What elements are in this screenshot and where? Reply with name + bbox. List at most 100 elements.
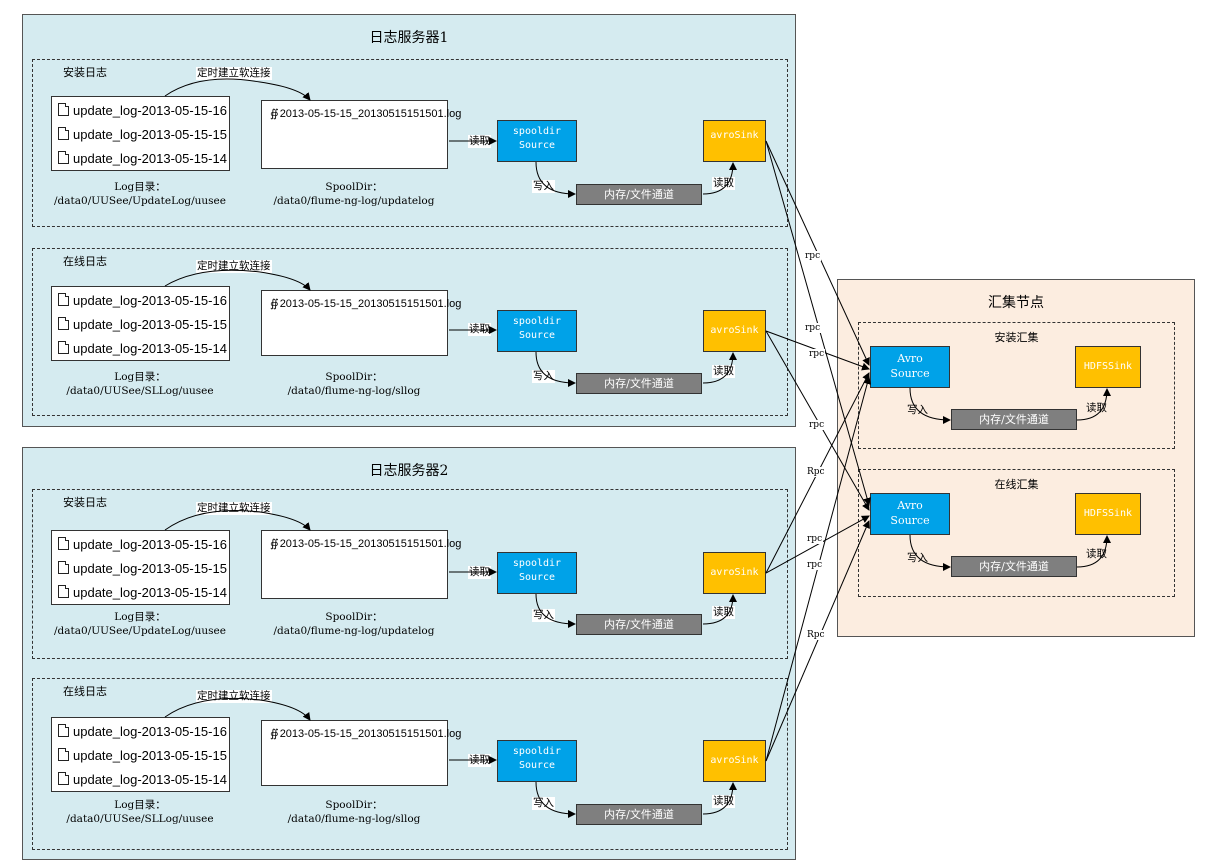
write-label: 写入 (532, 797, 555, 810)
spool-dir-caption: SpoolDir： /data0/flume-ng-log/sllog (254, 370, 454, 398)
read-label: 读取 (468, 323, 491, 336)
spool-file-name: 2013-05-15-15_20130515151501.log (279, 728, 462, 740)
log-file-item: update_log-2013-05-15-14 (58, 585, 227, 600)
read-label: 读取 (712, 177, 735, 190)
avro-sink: avroSink (703, 120, 766, 162)
spool-dir-label: SpoolDir： (325, 799, 383, 811)
link-icon: ∯ (270, 728, 279, 740)
collector-node: 汇集节点 安装汇集 在线汇集 (837, 279, 1195, 637)
symlink-label: 定时建立软连接 (196, 690, 272, 703)
spool-dir-box: ∯2013-05-15-15_20130515151501.log (261, 290, 461, 356)
file-icon (58, 561, 69, 574)
channel-box: 内存/文件通道 (576, 804, 702, 825)
write-label: 写入 (532, 370, 555, 383)
log-file-list: update_log-2013-05-15-16 update_log-2013… (51, 717, 230, 792)
spool-dir-path: /data0/flume-ng-log/sllog (287, 813, 421, 825)
spool-file-name: 2013-05-15-15_20130515151501.log (279, 538, 462, 550)
log-file-name: update_log-2013-05-15-15 (73, 748, 227, 763)
spool-dir-caption: SpoolDir： /data0/flume-ng-log/updatelog (254, 610, 454, 638)
file-icon (58, 293, 69, 306)
spool-file-name: 2013-05-15-15_20130515151501.log (279, 108, 462, 120)
channel-box: 内存/文件通道 (951, 556, 1077, 577)
file-icon (58, 341, 69, 354)
write-label: 写入 (532, 180, 555, 193)
spool-file-name: 2013-05-15-15_20130515151501.log (279, 298, 462, 310)
spool-file: ∯2013-05-15-15_20130515151501.log (270, 537, 461, 550)
file-icon (58, 317, 69, 330)
online-log-group: 在线日志 (32, 678, 788, 850)
log-file-name: update_log-2013-05-15-14 (73, 151, 227, 166)
log-file-item: update_log-2013-05-15-14 (58, 772, 227, 787)
hdfs-sink: HDFSSink (1075, 346, 1141, 388)
log-dir-label: Log目录： (114, 799, 166, 811)
spool-dir-path: /data0/flume-ng-log/updatelog (273, 625, 435, 637)
read-label: 读取 (468, 135, 491, 148)
log-file-item: update_log-2013-05-15-16 (58, 537, 227, 552)
channel-box: 内存/文件通道 (576, 373, 702, 394)
file-icon (58, 537, 69, 550)
spool-dir-path: /data0/flume-ng-log/sllog (287, 385, 421, 397)
symlink-label: 定时建立软连接 (196, 502, 272, 515)
log-file-name: update_log-2013-05-15-16 (73, 103, 227, 118)
file-icon (58, 748, 69, 761)
file-icon (58, 127, 69, 140)
read-label: 读取 (712, 606, 735, 619)
log-dir-caption: Log目录： /data0/UUSee/UpdateLog/uusee (40, 610, 240, 638)
link-icon: ∯ (270, 108, 279, 120)
spool-file: ∯2013-05-15-15_20130515151501.log (270, 297, 461, 310)
file-icon (58, 724, 69, 737)
log-file-item: update_log-2013-05-15-15 (58, 127, 227, 142)
log-dir-path: /data0/UUSee/UpdateLog/uusee (54, 625, 226, 637)
write-label: 写入 (906, 404, 929, 417)
channel-box: 内存/文件通道 (576, 184, 702, 205)
log-dir-path: /data0/UUSee/SLLog/uusee (66, 813, 214, 825)
group-label: 安装汇集 (994, 331, 1039, 344)
log-dir-label: Log目录： (114, 371, 166, 383)
spool-dir-box: ∯2013-05-15-15_20130515151501.log (261, 720, 461, 786)
link-icon: ∯ (270, 298, 279, 310)
hdfs-sink: HDFSSink (1075, 493, 1141, 535)
spool-dir-label: SpoolDir： (325, 181, 383, 193)
log-file-item: update_log-2013-05-15-16 (58, 293, 227, 308)
symlink-label: 定时建立软连接 (196, 67, 272, 80)
rpc-label: rpc (806, 560, 824, 570)
spool-dir-label: SpoolDir： (325, 371, 383, 383)
rpc-label: rpc (808, 420, 826, 430)
log-file-item: update_log-2013-05-15-16 (58, 103, 227, 118)
group-label: 安装日志 (63, 66, 107, 79)
rpc-label: rpc (806, 534, 824, 544)
log-dir-caption: Log目录： /data0/UUSee/UpdateLog/uusee (40, 180, 240, 208)
file-icon (58, 151, 69, 164)
write-label: 写入 (906, 552, 929, 565)
spool-file: ∯2013-05-15-15_20130515151501.log (270, 107, 461, 120)
spool-dir-label: SpoolDir： (325, 611, 383, 623)
log-file-name: update_log-2013-05-15-14 (73, 585, 227, 600)
server-title: 日志服务器1 (369, 30, 449, 46)
log-file-name: update_log-2013-05-15-15 (73, 317, 227, 332)
rpc-label: Rpc (806, 467, 826, 477)
log-dir-label: Log目录： (114, 181, 166, 193)
avro-sink: avroSink (703, 740, 766, 782)
rpc-label: rpc (804, 323, 822, 333)
link-icon: ∯ (270, 538, 279, 550)
rpc-label: rpc (808, 349, 826, 359)
log-dir-path: /data0/UUSee/UpdateLog/uusee (54, 195, 226, 207)
group-label: 在线汇集 (994, 478, 1039, 491)
log-file-item: update_log-2013-05-15-15 (58, 748, 227, 763)
log-file-name: update_log-2013-05-15-16 (73, 293, 227, 308)
log-file-name: update_log-2013-05-15-16 (73, 724, 227, 739)
read-label: 读取 (1085, 402, 1108, 415)
rpc-label: Rpc (806, 630, 826, 640)
log-dir-caption: Log目录： /data0/UUSee/SLLog/uusee (40, 798, 240, 826)
avro-sink: avroSink (703, 310, 766, 352)
spool-dir-caption: SpoolDir： /data0/flume-ng-log/sllog (254, 798, 454, 826)
read-label: 读取 (468, 754, 491, 767)
file-icon (58, 585, 69, 598)
log-file-list: update_log-2013-05-15-16 update_log-2013… (51, 530, 230, 605)
spool-dir-box: ∯2013-05-15-15_20130515151501.log (261, 530, 461, 599)
